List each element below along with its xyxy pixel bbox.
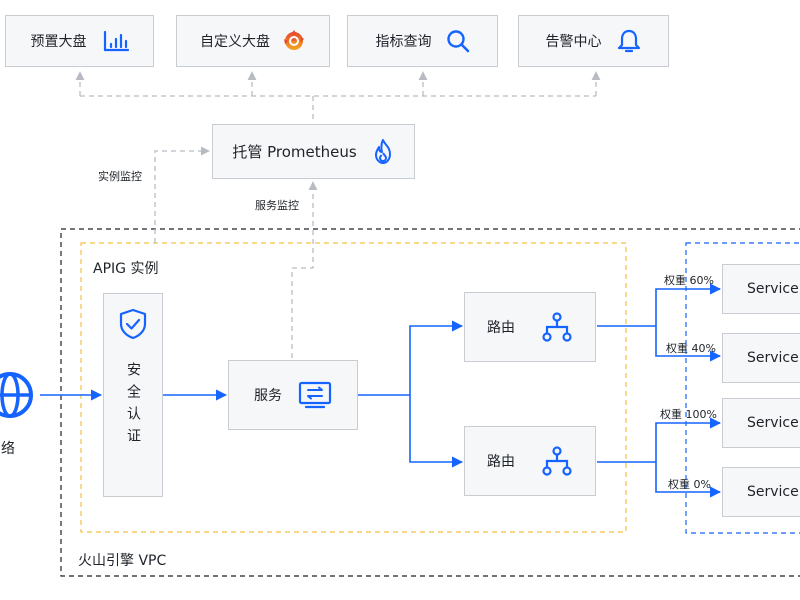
dashboard-arrows [75,71,601,96]
target-service-box-3[interactable]: Service [722,398,800,448]
dashboard-preset-label: 预置大盘 [30,34,87,50]
instance-monitor-edge [154,146,210,243]
vpc-label: 火山引擎 VPC [78,553,167,569]
grafana-icon [282,29,306,53]
bell-icon [616,28,642,54]
weight-label-4: 权重 0% [668,478,711,491]
target-service-label-2: Service [747,350,799,366]
service-monitor-edge [291,181,318,358]
route-box-1[interactable]: 路由 [464,292,596,362]
target-service-label-3: Service [747,415,799,431]
metrics-query-label: 指标查询 [375,34,432,50]
route-tree-icon [541,311,573,343]
route1-to-services-edge [597,288,720,357]
weight-label-1: 权重 60% [664,274,714,287]
security-auth-label: 安全认证 [125,362,141,450]
prometheus-label: 托管 Prometheus [232,143,357,161]
target-service-box-2[interactable]: Service [722,333,800,383]
service-label: 服务 [254,388,282,404]
apig-region-border [80,242,627,533]
shield-check-icon [118,308,148,340]
apig-instance-label: APIG 实例 [93,261,159,277]
target-service-label-4: Service [747,484,799,500]
bar-chart-icon [103,30,129,52]
security-auth-box[interactable]: 安全认证 [103,293,163,497]
service-to-routes-edge [358,325,462,463]
route-box-2[interactable]: 路由 [464,426,596,496]
route2-to-services-edge [597,422,720,493]
globe-icon [0,368,38,422]
dashboard-preset-box[interactable]: 预置大盘 [5,15,154,67]
vpc-region-border [60,228,800,577]
flame-icon [371,138,395,166]
route-tree-icon [541,445,573,477]
target-service-box-4[interactable]: Service [722,467,800,517]
target-service-box-1[interactable]: Service [722,264,800,314]
dashboard-custom-box[interactable]: 自定义大盘 [176,15,330,67]
search-icon [446,29,470,53]
service-box[interactable]: 服务 [228,360,358,430]
route-label-1: 路由 [487,320,515,336]
network-label: 网络 [0,441,15,457]
services-region-border [685,242,800,534]
managed-prometheus-box[interactable]: 托管 Prometheus [212,124,415,179]
alert-center-box[interactable]: 告警中心 [518,15,669,67]
instance-monitor-label: 实例监控 [98,170,142,183]
target-service-label-1: Service [747,281,799,297]
dashboards-bus [80,95,596,122]
weight-label-2: 权重 40% [666,342,716,355]
monitor-swap-icon [298,381,332,409]
route-label-2: 路由 [487,454,515,470]
weight-label-3: 权重 100% [660,408,717,421]
service-monitor-label: 服务监控 [255,199,299,212]
alert-center-label: 告警中心 [545,34,602,50]
dashboard-custom-label: 自定义大盘 [200,34,270,50]
metrics-query-box[interactable]: 指标查询 [347,15,498,67]
